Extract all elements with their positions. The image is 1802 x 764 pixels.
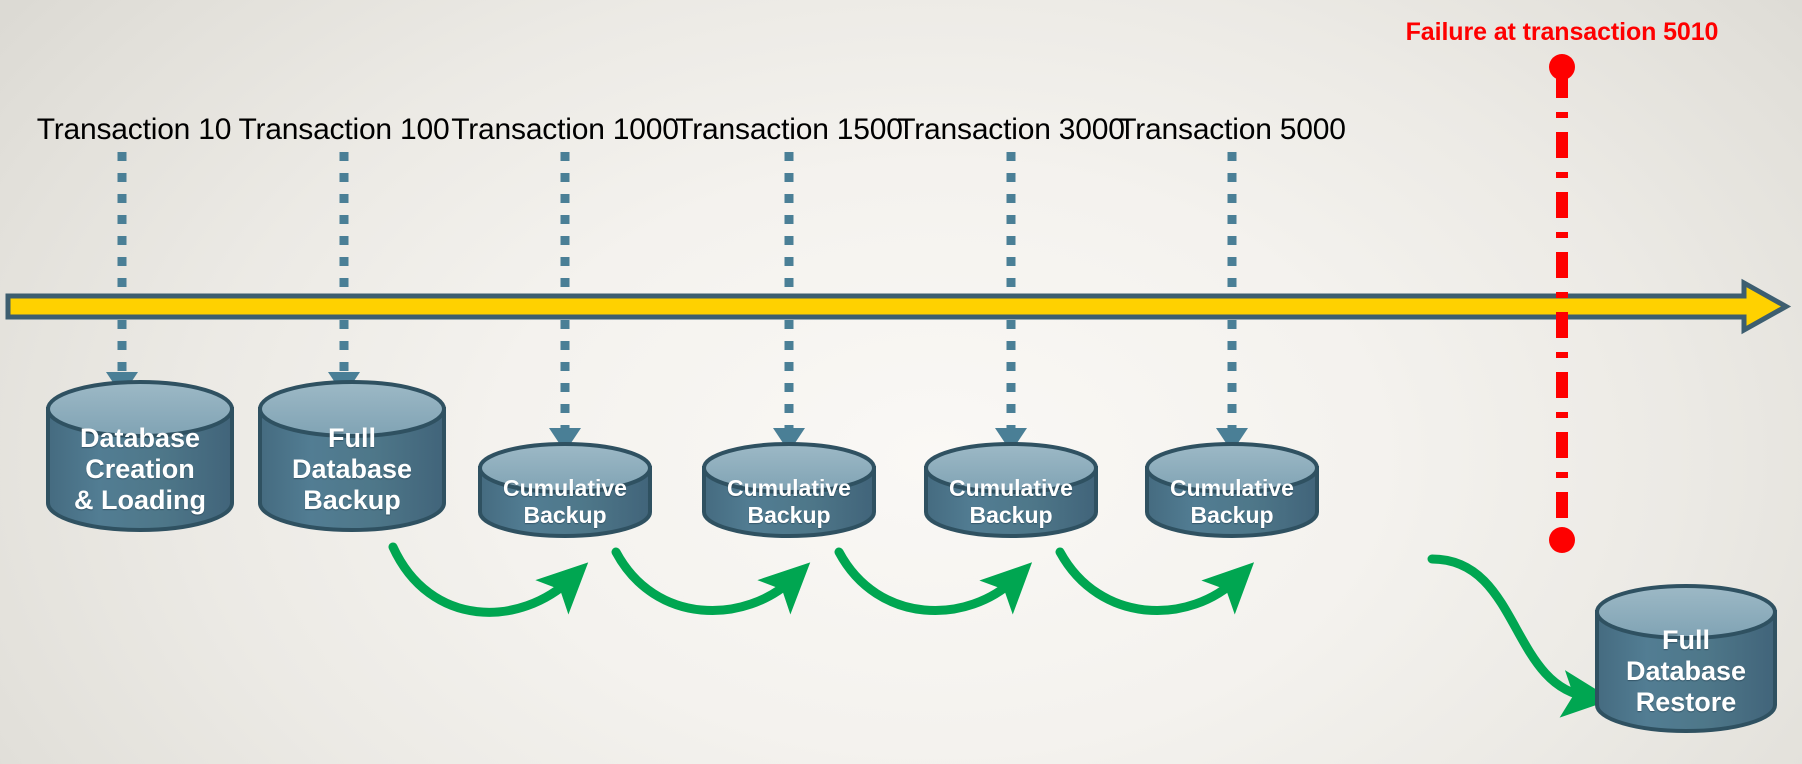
restore-arrow-1 [388,542,589,617]
transaction-connector-lines [117,152,1237,428]
connector-arrowhead-tx10 [106,372,138,396]
time-axis-arrow-shape [5,278,1792,335]
connector-arrowhead-tx5000 [1216,428,1248,452]
restore-flow-arrows [388,542,1613,718]
connector-arrowhead-tx3000 [995,428,1027,452]
connector-arrowhead-tx1000 [549,428,581,452]
transaction-label-1000: Transaction 1000 [451,113,679,146]
connector-arrowhead-tx100 [328,372,360,396]
restore-arrow-3 [834,547,1033,616]
failure-label: Failure at transaction 5010 [1405,18,1719,46]
transaction-label-1500: Transaction 1500 [675,113,903,146]
time-axis-arrow [5,278,1792,335]
connector-arrowhead-tx1500 [773,428,805,452]
transaction-label-10: Transaction 10 [36,113,232,146]
restore-arrow-4 [1055,547,1255,616]
restore-arrow-2 [611,547,811,616]
failure-dash-dot-line [1549,54,1575,553]
transaction-label-100: Transaction 100 [238,113,450,146]
transaction-label-5000: Transaction 5000 [1118,113,1346,146]
restore-arrow-final [1427,554,1613,718]
failure-line-top-dot [1549,54,1575,80]
failure-line-bottom-dot [1549,527,1575,553]
transaction-label-3000: Transaction 3000 [897,113,1125,146]
